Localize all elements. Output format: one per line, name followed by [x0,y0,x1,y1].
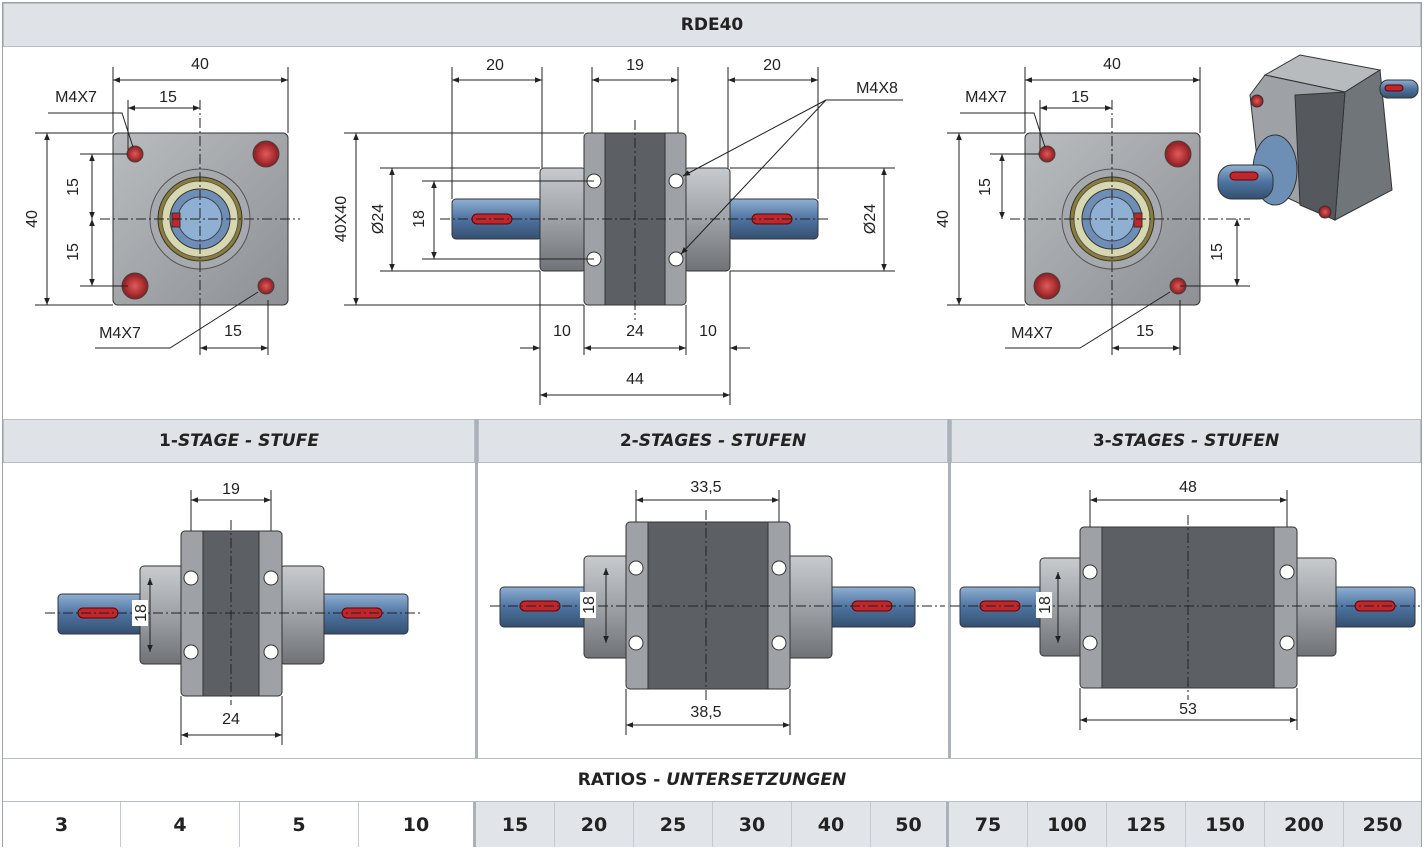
right-dim-v15b: 15 [1209,243,1226,261]
ratios-header: RATIOS - UNTERSETZUNGEN [3,758,1421,802]
mid-dim-19: 19 [626,57,644,74]
ratio-cell: 20 [555,802,634,847]
left-dim-bottom15: 15 [224,323,242,340]
stage2-bottom-dim: 38,5 [690,704,721,721]
stage-separator-1 [475,419,478,758]
right-dim-width: 40 [1103,56,1121,73]
stage2-top-dim: 33,5 [690,479,721,496]
ratio-cell: 10 [359,802,476,847]
ratio-cell: 125 [1107,802,1186,847]
ratio-cell: 250 [1344,802,1421,847]
ratio-cell: 15 [476,802,555,847]
stage3-top-dim: 48 [1179,479,1197,496]
left-dim-v15b: 15 [65,243,82,261]
ratio-cell: 25 [634,802,713,847]
ratio-cell: 5 [240,802,359,847]
stage1-header: 1-STAGE - STUFE [3,419,475,463]
left-dim-width: 40 [191,56,209,73]
mid-dim-10a: 10 [553,323,571,340]
mid-dim-dia-left: Ø24 [370,204,387,234]
page-title: RDE40 [3,3,1421,47]
mid-dim-dia-right: Ø24 [862,204,879,234]
mid-dim-20b: 20 [763,57,781,74]
stage3-header: 3-STAGES - STUFEN [951,419,1421,463]
mid-dim-20a: 20 [486,57,504,74]
stage1-side-dim: 18 [133,604,150,622]
ratio-cell: 30 [713,802,792,847]
left-tap-top: M4X7 [55,89,97,106]
mid-dim-10b: 10 [699,323,717,340]
ratio-cell: 40 [792,802,871,847]
ratio-cell: 75 [949,802,1028,847]
ratio-cell: 200 [1265,802,1344,847]
stage2-side-dim: 18 [581,596,598,614]
mid-dim-size: 40X40 [333,196,350,242]
right-dim-v15a: 15 [977,178,994,196]
stage-separator-2 [948,419,951,758]
stage3-side-dim: 18 [1037,596,1054,614]
left-dim-height: 40 [24,210,41,228]
iso-gearbox-render [1217,54,1419,221]
left-dim-v15a: 15 [65,178,82,196]
mid-callout-m4x8: M4X8 [856,80,898,97]
right-dim-bottom15: 15 [1136,323,1154,340]
stage-drawings: 19 24 18 33,5 38,5 18 48 53 18 [45,479,1420,745]
right-tap-top: M4X7 [965,89,1007,106]
mid-dim-18: 18 [411,210,428,228]
right-tap-bottom: M4X7 [1011,325,1053,342]
mid-dim-24: 24 [626,323,644,340]
ratio-cell: 3 [3,802,121,847]
ratio-cell: 50 [871,802,949,847]
ratio-cell: 150 [1186,802,1265,847]
ratio-cell: 100 [1028,802,1107,847]
right-dim-height: 40 [935,210,952,228]
stage2-header: 2-STAGES - STUFEN [478,419,948,463]
mid-dim-44: 44 [626,371,644,388]
stage3-bottom-dim: 53 [1179,701,1197,718]
ratio-cell: 4 [121,802,240,847]
right-dim-offset: 15 [1071,89,1089,106]
left-tap-bottom: M4X7 [99,325,141,342]
stage1-bottom-dim: 24 [222,711,240,728]
left-dim-offset: 15 [159,89,177,106]
top-technical-drawings: 40 15 M4X7 40 15 15 M4X7 15 20 19 20 M4X… [24,54,1419,405]
stage1-top-dim: 19 [222,481,240,498]
